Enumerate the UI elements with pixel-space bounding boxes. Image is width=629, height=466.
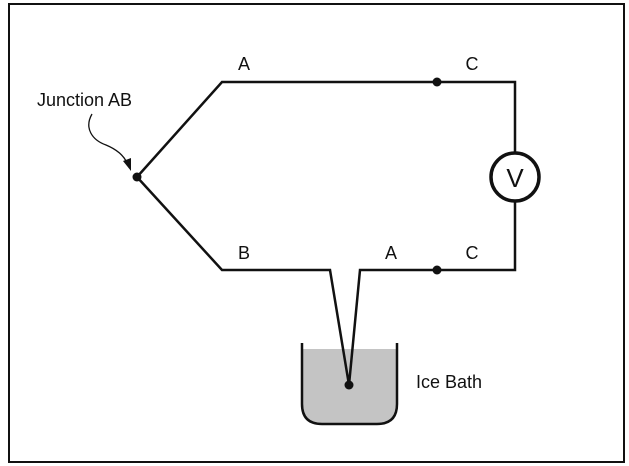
top-ac-junction-dot <box>432 77 442 87</box>
wire-label-c-bottom: C <box>466 243 479 263</box>
wire-label-b-bottom: B <box>238 243 250 263</box>
wire-label-a-bottom: A <box>385 243 397 263</box>
junction-pointer-line <box>88 113 128 164</box>
top-wire <box>136 80 517 178</box>
ice-bath-container <box>300 343 399 426</box>
junction-pointer-arrowhead <box>123 158 131 171</box>
junction-ab-dot <box>132 172 142 182</box>
junction-ab-label: Junction AB <box>37 90 132 110</box>
bottom-ac-junction-dot <box>432 265 442 275</box>
ice-bath-label: Ice Bath <box>416 372 482 392</box>
wire-label-c-top: C <box>466 54 479 74</box>
voltmeter-label: V <box>506 163 524 193</box>
wire-label-a-top: A <box>238 54 250 74</box>
voltmeter-icon <box>489 151 541 203</box>
reference-junction-dot <box>344 380 354 390</box>
